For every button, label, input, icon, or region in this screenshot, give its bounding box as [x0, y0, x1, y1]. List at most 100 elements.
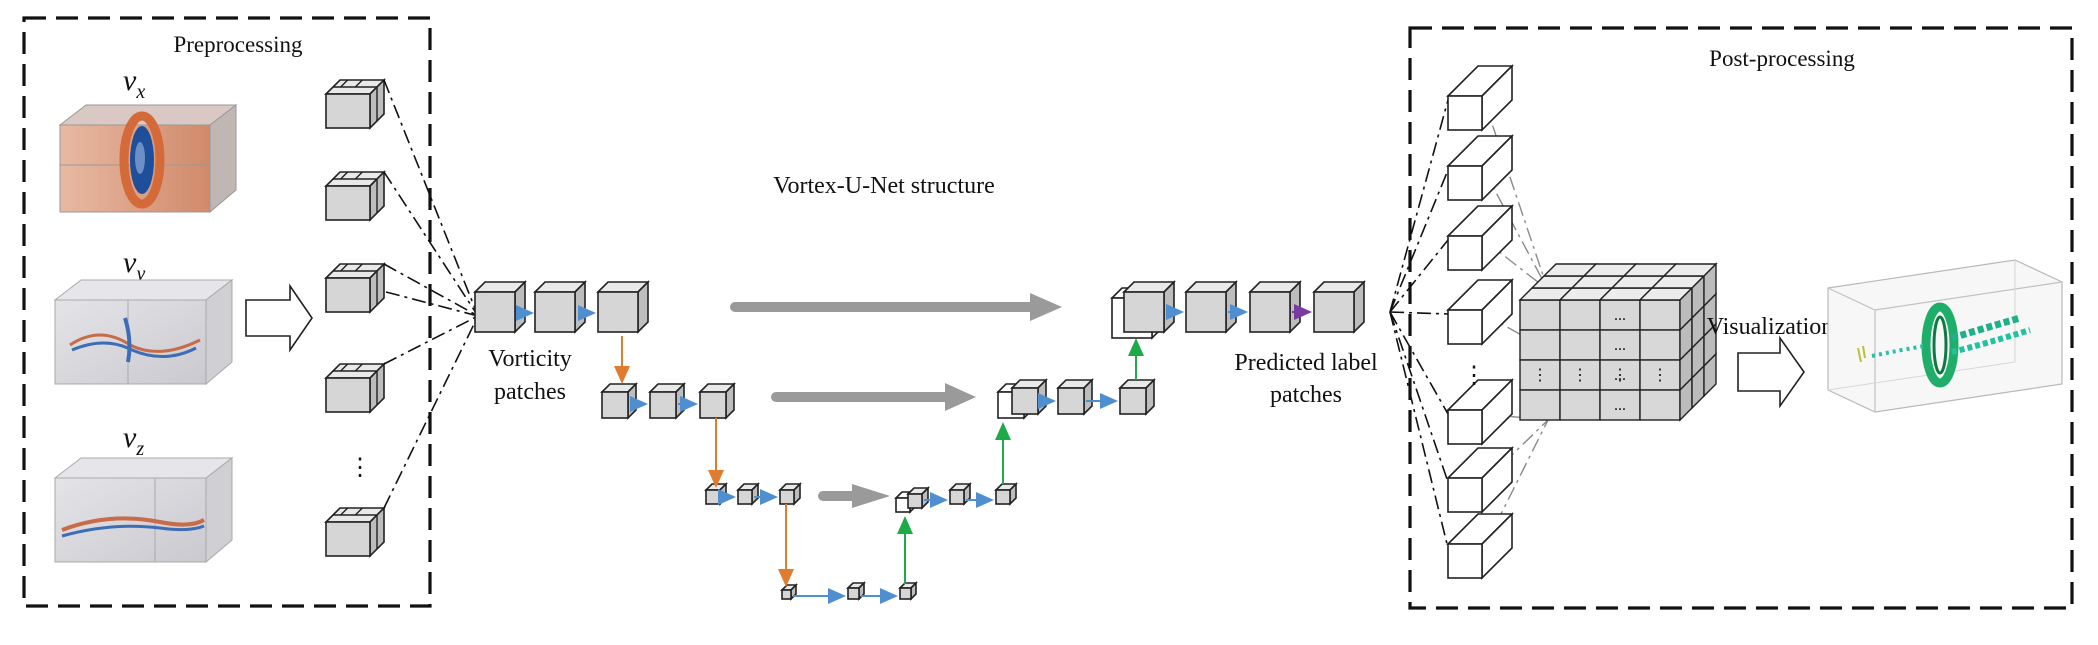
output-cube — [1312, 280, 1366, 334]
grid-mark: ⋮ — [1572, 367, 1588, 384]
assembled-label-volume: ............⋮⋮⋮⋮ — [1518, 262, 1718, 422]
preprocessing-patch-stack — [324, 170, 386, 222]
postprocessing-title: Post-processing — [1709, 46, 1855, 71]
grid-mark: ... — [1614, 367, 1626, 384]
postprocessing-frame — [1408, 26, 2074, 610]
fan-in-line — [383, 263, 479, 317]
assembly-line — [1483, 99, 1549, 291]
preprocessing-frame — [22, 16, 432, 608]
fan-out-line — [1389, 311, 1449, 415]
preprocessing-patch-stacks — [324, 78, 386, 558]
assembly-line — [1483, 419, 1549, 549]
fan-in-line — [383, 79, 479, 317]
vy-label: vy — [123, 246, 145, 285]
preprocessing-patch-stack — [324, 78, 386, 130]
unet-title: Vortex-U-Net structure — [773, 173, 994, 199]
preprocess-hollow-arrow — [245, 283, 313, 353]
grid-cell-side — [1703, 352, 1717, 398]
bottleneck-cube-c — [898, 581, 918, 601]
grid-cell — [1639, 299, 1681, 331]
fan-out-line — [1389, 311, 1449, 483]
grid-cell — [1519, 359, 1561, 391]
grid-cell — [1599, 389, 1641, 421]
grid-cell — [1599, 359, 1641, 391]
fan-in-line — [385, 291, 479, 317]
fan-out-line — [1389, 311, 1449, 549]
fan-out-line — [1389, 239, 1449, 313]
grid-mark: ... — [1614, 307, 1626, 324]
enc3-cube-a — [704, 482, 728, 506]
enc1-cube-b — [533, 280, 587, 334]
dec3-cube-b — [906, 486, 930, 510]
input-label-line1: Vorticity — [488, 346, 572, 372]
10 — [1446, 204, 1514, 272]
grid-cell — [1519, 299, 1561, 331]
fan-in-lines — [383, 79, 479, 509]
dec1-cube-d — [1248, 280, 1302, 334]
dec1-cube-c — [1184, 280, 1238, 334]
grid-cell — [1519, 329, 1561, 361]
grid-mark: ⋮ — [1652, 367, 1668, 384]
vx-volume-image — [58, 103, 238, 214]
fan-in-line — [383, 171, 479, 317]
postprocessing-patch-stacks — [1446, 64, 1514, 580]
preprocessing-patch-stack — [324, 506, 386, 558]
unet-cubes — [473, 280, 1366, 601]
dec3-cube-d — [994, 482, 1018, 506]
10 — [1446, 64, 1514, 132]
grid-cell — [1639, 359, 1681, 391]
vx-label: vx — [123, 64, 145, 103]
grid-mark: ⋮ — [1532, 367, 1548, 384]
grid-mark: ⋮ — [1612, 367, 1628, 384]
fan-out-line — [1389, 169, 1449, 313]
fan-in-line — [383, 315, 479, 509]
enc1-cube-a — [473, 280, 527, 334]
grid-cell — [1639, 329, 1681, 361]
10 — [1446, 512, 1514, 580]
grid-mark: ... — [1614, 337, 1626, 354]
fan-out-lines — [1389, 99, 1549, 549]
fan-out-line — [1389, 311, 1449, 315]
visualization-hollow-arrow — [1737, 335, 1805, 409]
vz-label: vz — [123, 421, 144, 460]
unet-arrows — [516, 304, 1312, 604]
skip-arrow-1-head — [1030, 293, 1062, 321]
10 — [1446, 446, 1514, 514]
dec2-cube-b — [1010, 378, 1048, 416]
postprocessing-panel: Post-processing ⋮ ............⋮⋮⋮⋮ Visua… — [1389, 26, 2074, 610]
assembly-line — [1483, 169, 1549, 291]
enc3-cube-c — [778, 482, 802, 506]
dec1-cube-b — [1122, 280, 1176, 334]
10 — [1446, 278, 1514, 346]
vy-volume-image — [53, 278, 234, 386]
skip-arrow-2-head — [945, 383, 976, 411]
dec2-cube-d — [1118, 378, 1156, 416]
grid-cell — [1559, 389, 1601, 421]
grid-cell — [1559, 299, 1601, 331]
unet-structure: Vortex-U-Net structure Vorticity patches… — [473, 173, 1378, 604]
fan-out-line — [1389, 99, 1449, 313]
enc1-cube-c — [596, 280, 650, 334]
preprocessing-patch-stack — [324, 362, 386, 414]
preprocessing-panel: Preprocessing vx vy vz — [22, 16, 432, 608]
output-label-line1: Predicted label — [1234, 350, 1378, 376]
output-label-line2: patches — [1270, 382, 1342, 408]
visualization-label: Visualization — [1707, 314, 1834, 340]
postprocessing-ellipsis: ⋮ — [1462, 363, 1486, 389]
10 — [1446, 134, 1514, 202]
fan-in-line — [383, 315, 479, 365]
grid-cell — [1559, 329, 1601, 361]
assembly-line — [1483, 419, 1549, 483]
10 — [1446, 378, 1514, 446]
enc2-cube-b — [648, 382, 686, 420]
grid-mark: ... — [1614, 397, 1626, 414]
vz-volume-image — [53, 456, 234, 564]
input-label-line2: patches — [494, 379, 566, 405]
preprocessing-patch-stack — [324, 262, 386, 314]
visualization-image — [1827, 259, 2063, 413]
preprocessing-title: Preprocessing — [173, 32, 303, 57]
grid-cell — [1519, 389, 1561, 421]
grid-cell — [1639, 389, 1681, 421]
enc3-cube-b — [736, 482, 760, 506]
